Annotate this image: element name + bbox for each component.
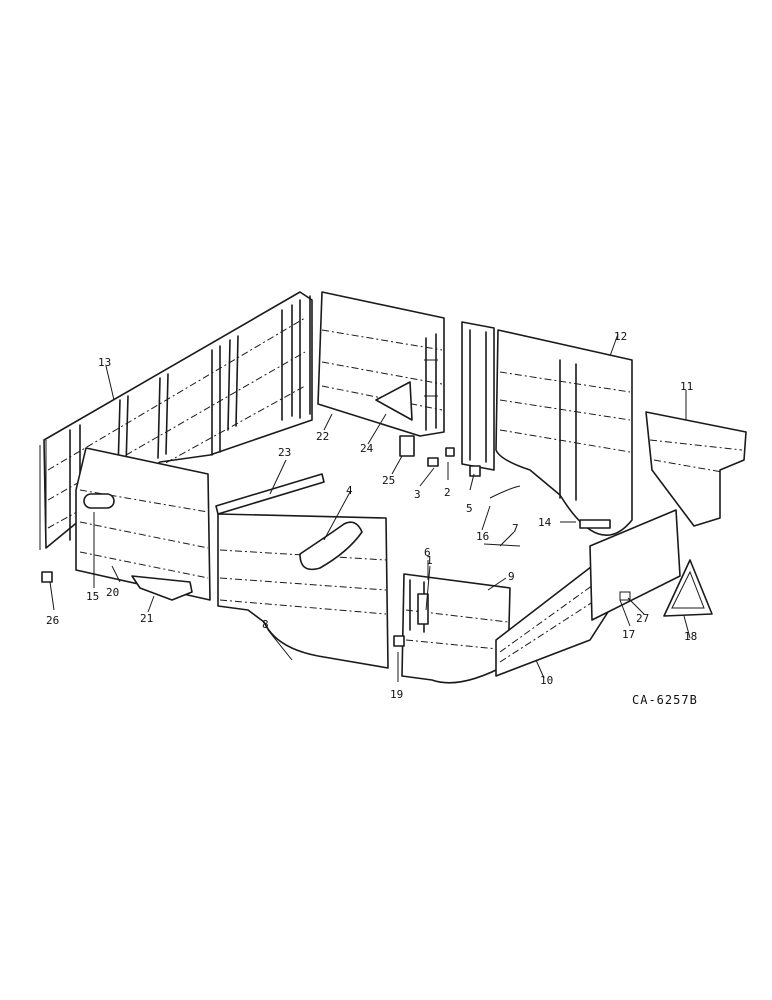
part-21-support-bracket — [131, 575, 193, 601]
callout-22: 22 — [316, 430, 329, 443]
callout-21: 21 — [140, 612, 153, 625]
part-18-triangular-brace — [663, 559, 713, 617]
part-9-front-right-panel — [401, 543, 521, 684]
callout-26: 26 — [46, 614, 59, 627]
part-11-right-corner-panel — [645, 411, 747, 527]
callout-9: 9 — [508, 570, 515, 583]
callout-17: 17 — [622, 628, 635, 641]
callout-10: 10 — [540, 674, 553, 687]
callout-1: 1 — [426, 554, 433, 567]
callout-8: 8 — [262, 618, 269, 631]
callout-leader-lines — [49, 333, 691, 682]
reference-code: CA-6257B — [632, 693, 698, 707]
callout-2: 2 — [444, 486, 451, 499]
callout-4: 4 — [346, 484, 353, 497]
callout-11: 11 — [680, 380, 693, 393]
callout-6: 6 — [424, 546, 431, 559]
callout-25: 25 — [382, 474, 395, 487]
part-12-right-rear-panel — [461, 321, 633, 537]
callout-16: 16 — [476, 530, 489, 543]
callout-7: 7 — [512, 522, 519, 535]
callout-23: 23 — [278, 446, 291, 459]
part-22-rear-panel — [317, 291, 445, 437]
hardware-fittings — [41, 435, 611, 647]
callout-18: 18 — [684, 630, 697, 643]
part-4-brace-plate — [299, 521, 363, 571]
part-20-front-left-panel — [75, 447, 211, 601]
callout-24: 24 — [360, 442, 374, 455]
part-8-front-center-panel — [217, 513, 389, 669]
part-24-gusset-plate — [375, 381, 413, 421]
callout-19: 19 — [390, 688, 403, 701]
callout-13: 13 — [98, 356, 111, 369]
callout-labels: 1 2 3 4 5 6 7 8 9 10 11 12 13 14 15 16 1… — [46, 330, 697, 701]
callout-3: 3 — [414, 488, 421, 501]
callout-12: 12 — [614, 330, 627, 343]
callout-14: 14 — [538, 516, 552, 529]
callout-27: 27 — [636, 612, 649, 625]
callout-15: 15 — [86, 590, 99, 603]
callout-5: 5 — [466, 502, 473, 515]
part-17-right-end-panel — [589, 509, 681, 621]
part-10-right-side-panel — [495, 559, 609, 677]
callout-20: 20 — [106, 586, 119, 599]
